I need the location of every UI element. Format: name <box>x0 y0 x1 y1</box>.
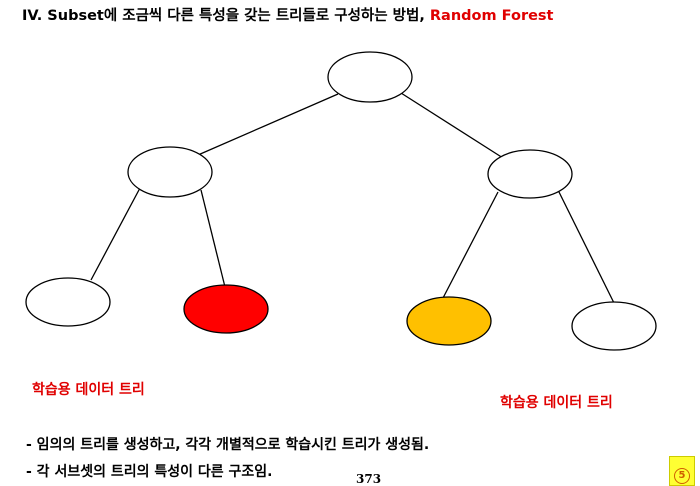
leaf-node-red <box>183 284 269 334</box>
bullet-2: - 각 서브셋의 트리의 특성이 다른 구조임. <box>26 464 273 480</box>
edge-root-left <box>197 93 339 156</box>
edge-left-leafA <box>90 187 141 281</box>
leaf-node-a <box>25 277 111 327</box>
edge-right-leafD <box>557 189 615 304</box>
page-number: 373 <box>356 472 382 486</box>
leaf-node-d <box>571 301 657 351</box>
edge-left-leafB <box>200 189 226 288</box>
slide-title: IV. Subset에 조금씩 다른 특성을 갖는 트리들로 구성하는 방법, … <box>22 4 554 25</box>
tree-edges <box>90 92 615 304</box>
tree-nodes <box>25 51 657 351</box>
right-node <box>487 149 573 199</box>
bullet-1: - 임의의 트리를 생성하고, 각각 개별적으로 학습시킨 트리가 생성됨. <box>26 437 430 453</box>
title-highlight: Random Forest <box>429 8 554 24</box>
left-training-label: 학습용 데이터 트리 <box>32 382 145 398</box>
edge-root-right <box>400 92 504 159</box>
badge-number: 5 <box>674 468 690 484</box>
right-training-label: 학습용 데이터 트리 <box>500 395 613 411</box>
title-main: IV. Subset에 조금씩 다른 특성을 갖는 트리들로 구성하는 방법, <box>22 8 430 24</box>
left-node <box>127 146 213 198</box>
edge-right-leafC <box>442 191 499 299</box>
leaf-node-yellow <box>406 296 492 346</box>
slide-badge: 5 <box>669 456 695 486</box>
root-node <box>327 51 413 103</box>
